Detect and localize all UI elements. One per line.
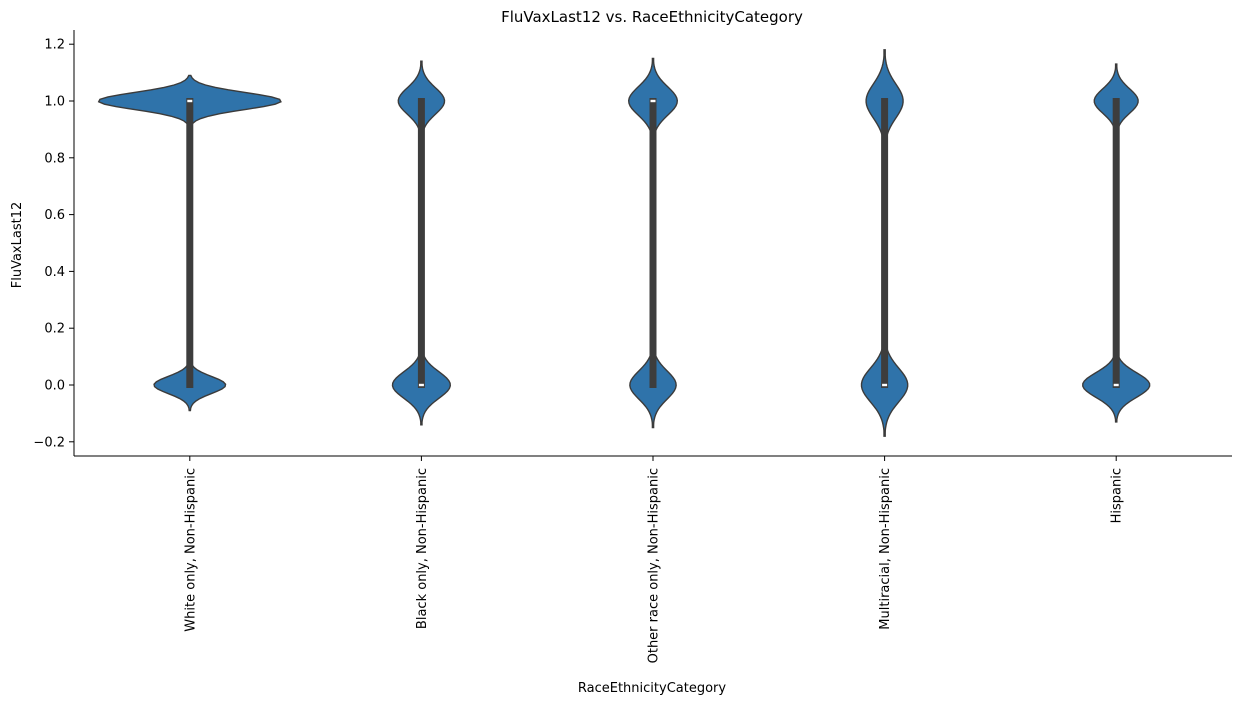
y-tick-label: 0.2 (44, 322, 65, 337)
violin-iqr-box-0 (186, 98, 194, 388)
x-axis-label: RaceEthnicityCategory (578, 681, 726, 696)
x-tick-label: Multiracial, Non-Hispanic (878, 468, 893, 630)
violin-layer (97, 49, 1151, 437)
violin-iqr-box-4 (1112, 98, 1120, 388)
y-tick-label: −0.2 (33, 435, 65, 450)
violin-median-2 (650, 99, 656, 103)
y-tick-label: 0.6 (44, 208, 65, 223)
x-tick-label: White only, Non-Hispanic (183, 468, 198, 632)
y-tick-label: 1.0 (44, 95, 65, 110)
violin-iqr-box-2 (649, 98, 657, 388)
x-tick-label: Other race only, Non-Hispanic (647, 468, 662, 663)
violin-median-1 (418, 383, 424, 387)
violin-iqr-box-3 (881, 98, 889, 388)
y-tick-label: 0.0 (44, 379, 65, 394)
y-axis-label: FluVaxLast12 (10, 202, 25, 289)
y-axis: −0.2 0.0 0.2 0.4 0.6 0.8 1.0 1.2 (33, 30, 75, 456)
x-tick-label: Hispanic (1110, 468, 1125, 523)
violin-iqr-box-1 (417, 98, 425, 388)
y-tick-label: 1.2 (44, 38, 65, 53)
violin-median-0 (187, 99, 193, 103)
x-tick-label: Black only, Non-Hispanic (415, 468, 430, 629)
y-tick-label: 0.4 (44, 265, 65, 280)
chart-title: FluVaxLast12 vs. RaceEthnicityCategory (501, 8, 803, 26)
violin-median-3 (882, 383, 888, 387)
violin-median-4 (1113, 383, 1119, 387)
y-tick-label: 0.8 (44, 151, 65, 166)
x-axis: White only, Non-Hispanic Black only, Non-… (74, 455, 1232, 663)
